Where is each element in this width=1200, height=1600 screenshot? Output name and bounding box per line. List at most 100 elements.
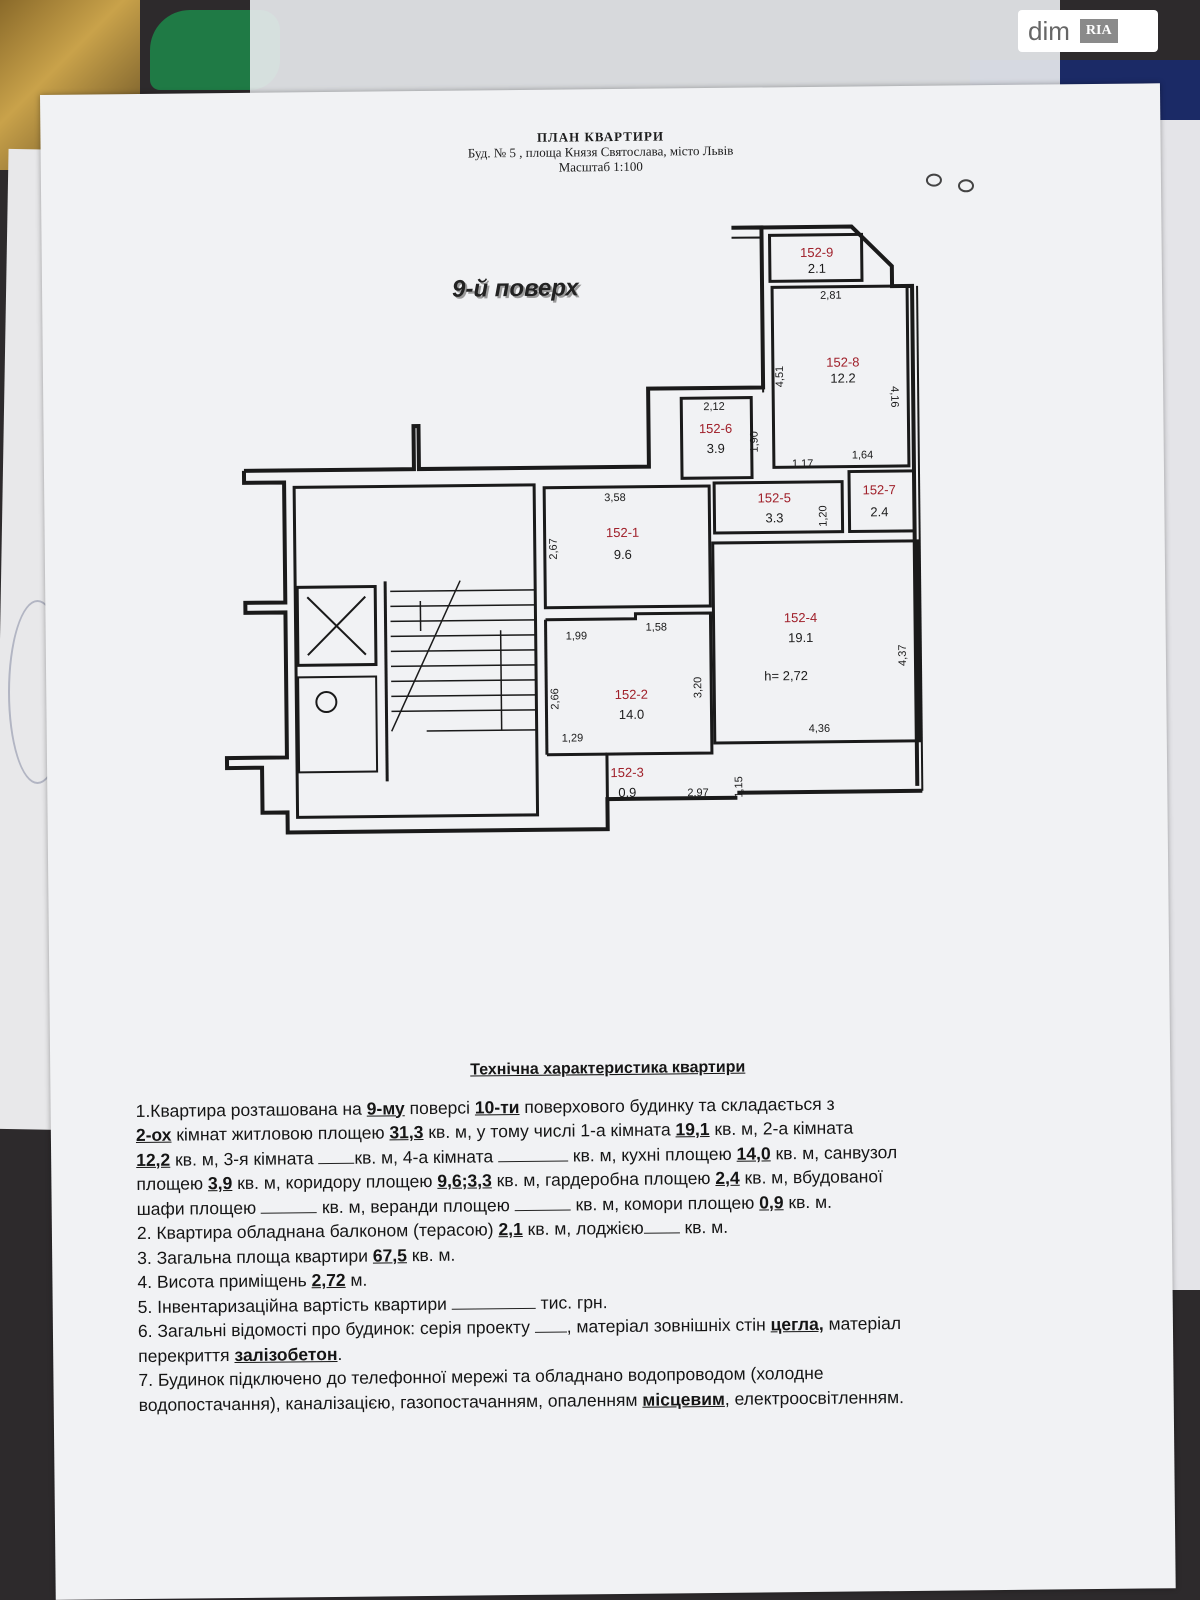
storeys-value: 10-ти	[474, 1096, 520, 1118]
dimension-label: 1,15	[733, 776, 745, 798]
text: 6. Загальні відомості про будинок: серія…	[137, 1316, 535, 1342]
text: кв. м.	[783, 1191, 833, 1212]
wall	[546, 752, 607, 757]
wall	[761, 224, 920, 786]
text: поверхового будинку та складається з	[519, 1093, 835, 1117]
text: кв. м.	[406, 1244, 456, 1265]
room-id: 152-2	[615, 687, 648, 702]
text: поверсі	[404, 1097, 475, 1118]
room-area: 19.1	[788, 630, 813, 645]
wall	[383, 581, 389, 782]
room-area: 14.0	[619, 707, 644, 722]
total-area-value: 67,5	[372, 1244, 408, 1266]
room-outline	[770, 284, 911, 469]
dimension-label: 3,58	[604, 492, 626, 504]
room-id: 152-9	[800, 245, 833, 260]
text: кв. м, коридору площею	[232, 1170, 438, 1194]
dimension-label: 3,20	[692, 677, 704, 699]
blank-field	[451, 1293, 536, 1310]
wall	[731, 236, 765, 393]
text: , матеріал зовнішніх стін	[566, 1314, 771, 1337]
tech-title: Технічна характеристика квартири	[470, 1058, 746, 1079]
blank-field	[534, 1317, 567, 1333]
room-area: 2.4	[870, 504, 888, 519]
text: кв. м, 2-а кімната	[709, 1117, 854, 1140]
room-outline	[542, 484, 712, 610]
room-outline	[679, 396, 754, 480]
slab-material-value: залізобетон	[234, 1343, 338, 1365]
room-outline	[712, 480, 845, 535]
kitchen-area-value: 14,0	[736, 1142, 771, 1164]
pantry-area-value: 0,9	[759, 1191, 784, 1213]
floor-plan-drawing: 152-9 2.1 152-8 12.2 152-6 3.9 152-5 3.3…	[224, 224, 924, 835]
room-area: 2.1	[808, 261, 826, 276]
dimension-label: 2,67	[548, 538, 560, 560]
room-id: 152-1	[606, 525, 639, 540]
text: тис. грн.	[535, 1291, 608, 1313]
room-outline	[847, 469, 917, 534]
room-id: 152-3	[610, 765, 643, 780]
text: матеріал	[823, 1313, 902, 1334]
dimension-label: 1,29	[562, 732, 584, 744]
dimension-label: 4,51	[774, 366, 786, 388]
room-area: 12.2	[830, 370, 855, 385]
height-value: 2,72	[311, 1269, 346, 1291]
room-id: 152-6	[699, 421, 732, 436]
elevator-shaft	[295, 585, 378, 667]
corridor-area-value: 9,6;3,3	[437, 1170, 492, 1191]
text: .	[337, 1343, 343, 1364]
blank-field	[497, 1146, 569, 1162]
text: кв. м, кухні площею	[567, 1143, 737, 1166]
dimension-label: 4,36	[809, 723, 831, 735]
watermark-dim: dim	[1028, 15, 1070, 46]
bathroom-area-value: 3,9	[207, 1173, 233, 1194]
tech-item-1: 1.Квартира розташована на 9-му поверсі 1…	[136, 1089, 1082, 1221]
wall	[916, 285, 924, 791]
text: перекриття	[138, 1344, 235, 1366]
blank-field	[260, 1197, 318, 1214]
dimria-watermark: dim RIA	[1018, 10, 1158, 52]
watermark-ria: RIA	[1079, 19, 1118, 43]
wall	[737, 788, 923, 795]
dimension-label: 1,17	[792, 458, 814, 470]
dimension-label: 1,99	[566, 630, 588, 642]
text: водопостачання), каналізацією, газопоста…	[138, 1389, 643, 1415]
room-outline	[767, 232, 864, 283]
text: 3. Загальна площа квартири	[137, 1245, 373, 1268]
room-id: 152-4	[784, 610, 817, 625]
text: кв. м.	[679, 1216, 729, 1238]
text: 4. Висота приміщень	[137, 1270, 312, 1293]
text: кв. м, комори площею	[570, 1192, 760, 1215]
text: м.	[345, 1269, 368, 1290]
room-height: h= 2,72	[764, 668, 808, 683]
room-id: 152-7	[862, 482, 895, 497]
dimension-label: 2,12	[703, 401, 725, 413]
room-area: 9.6	[614, 547, 632, 562]
heating-value: місцевим	[642, 1388, 725, 1410]
text: кв. м, 4-а кімната	[354, 1145, 499, 1168]
text: кв. м, вбудованої	[739, 1166, 884, 1188]
tech-item-7: 7. Будинок підключено до телефонної мере…	[138, 1358, 1083, 1417]
blank-field	[514, 1195, 571, 1211]
text: , електроосвітленням.	[724, 1386, 905, 1409]
balcony-area-value: 2,1	[498, 1219, 523, 1240]
room-id: 152-8	[826, 354, 859, 369]
room1-area-value: 19,1	[675, 1119, 710, 1140]
text: площею	[136, 1173, 209, 1195]
text: кв. м, 3-я кімната	[170, 1147, 319, 1170]
shaft	[297, 675, 379, 774]
living-area-value: 31,3	[389, 1122, 424, 1143]
wall-material-value: цегла,	[770, 1313, 824, 1335]
dimension-label: 1,64	[852, 449, 874, 461]
dimension-label: 4,37	[897, 645, 909, 667]
dimension-label: 2,97	[687, 787, 709, 799]
room-area: 3.3	[765, 510, 783, 525]
chute	[315, 691, 338, 714]
text: кв. м, гардеробна площею	[491, 1167, 716, 1191]
technical-description: Технічна характеристика квартири 1.Кварт…	[135, 1052, 1084, 1417]
room2-area-value: 12,2	[136, 1149, 171, 1170]
dimension-label: 1,20	[817, 505, 829, 527]
room-outline	[711, 539, 922, 745]
wall	[243, 225, 766, 473]
text: шафи площею	[136, 1197, 262, 1219]
